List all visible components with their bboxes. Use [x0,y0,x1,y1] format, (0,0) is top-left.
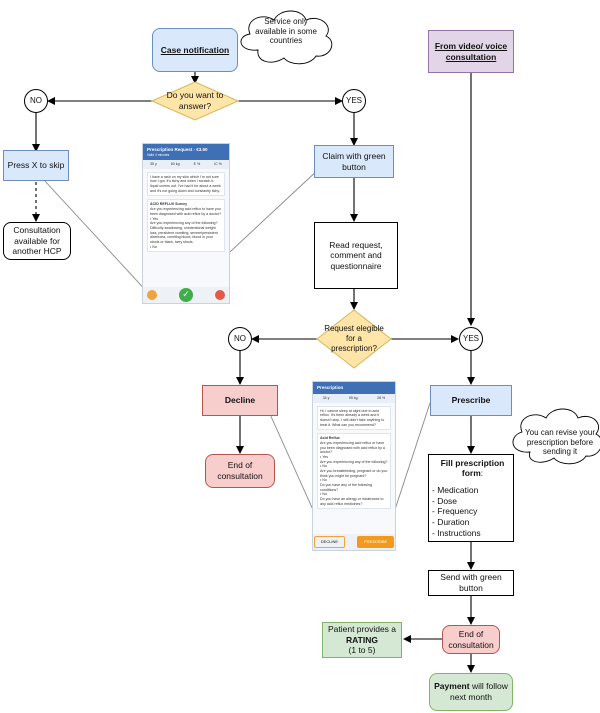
yes-circle-1: YES [342,89,366,113]
form-item-instructions: - Instructions [432,527,481,538]
phone2-prescribe-button[interactable]: PRESCRIBE [357,536,395,548]
end-of-consultation-box-1: End of consultation [205,454,275,488]
phone1-claim-check-icon[interactable]: ✓ [179,288,193,302]
yes-circle-2: YES [459,327,483,351]
phone1-skip-button[interactable] [147,290,157,300]
phone1-stat-e: E % [193,162,201,167]
decision-elegible-diamond [316,309,392,369]
no-circle-1: NO [24,89,48,113]
phone2-stat-age: 34 y [322,395,330,400]
fill-prescription-form-box: Fill prescription form: - Medication - D… [428,454,514,542]
phone1-survey-title: ACID REFLUX Survey [150,202,188,207]
decision-answer-diamond [150,81,240,121]
form-item-frequency: - Frequency [432,506,478,517]
phone2-title: Prescription [313,382,395,394]
phone2-q5: Do you have an allergy or intolerance to… [320,496,384,506]
claim-box: Claim with green button [314,145,394,178]
phone2-q4: Do you have any of the following conditi… [320,482,372,492]
phone1-header: Prescription Request - €3.50 Valid 4 min… [143,144,229,161]
phone1-survey: ACID REFLUX Survey Are you experiencing … [147,199,225,253]
payment-box: Payment will follow next month [429,673,513,711]
phone1-q2: Are you experiencing any of the followin… [150,221,218,244]
rating-word: RATING [346,634,378,645]
phone2-survey: Acid Reflux Are you experiencing acid re… [317,433,391,510]
form-item-dose: - Dose [432,495,458,506]
phone-mockup-prescription: Prescription 34 y 95 kg 28 % Hi, I canno… [312,381,396,551]
phone1-subtitle: Valid 4 minutes [147,152,170,157]
no-circle-2: NO [228,327,252,351]
phone2-stat-percent: 28 % [377,395,386,400]
payment-word: Payment [434,681,470,692]
decision-answer-label: Do you want to answer? [166,90,224,111]
phone2-a2: • No [320,464,327,469]
phone1-message: I have a rash on my skin which I'm not s… [147,171,225,197]
form-item-duration: - Duration [432,516,470,527]
phone1-a1: • Yes [150,216,159,221]
phone1-close-button[interactable] [215,290,225,300]
cloud-shape-service [240,10,333,65]
decision-elegible-label: Request elegible for a prescription? [324,324,384,353]
rating-text-pre: Patient provides a [327,624,397,635]
phone2-stat-weight: 95 kg [348,395,358,400]
phone2-stats: 34 y 95 kg 28 % [313,393,395,403]
phone1-stat-age: 35 y [150,162,157,167]
from-video-consultation-box: From video/ voice consultation [428,30,514,73]
read-request-box: Read request, comment and questionnaire [314,222,398,289]
phone2-a3: • No [320,478,327,483]
phone1-title: Prescription Request - €3.50 [147,147,208,152]
consultation-available-box: Consultation available for another HCP [3,222,71,260]
press-x-box: Press X to skip [3,150,69,181]
phone2-survey-title: Acid Reflux [320,436,340,441]
phone2-message: Hi, I cannot sleep at night due to acid … [317,405,391,431]
fill-form-title: Fill prescription form: [440,457,505,479]
phone2-footer: DECLINE PRESCRIBE [313,534,395,550]
phone2-a1: • Yes [320,454,329,459]
decline-box: Decline [202,385,278,416]
phone1-a2: • No [150,244,157,249]
phone2-decline-button[interactable]: DECLINE [313,536,346,548]
form-item-medication: - Medication [432,485,479,496]
rating-text-post: (1 to 5) [348,645,376,656]
phone-mockup-request: Prescription Request - €3.50 Valid 4 min… [142,143,230,304]
send-green-box: Send with green button [428,570,514,596]
phone1-stats: 35 y 60 kg E % IC % [143,160,229,169]
phone2-q1: Are you experiencing acid reflux or have… [320,440,385,455]
case-notification-box: Case notification [152,28,238,72]
end-of-consultation-box-2: End of consultation [442,625,500,654]
rating-box: Patient provides a RATING (1 to 5) [322,622,402,658]
cloud-revise-note: You can revise your prescription before … [525,428,595,457]
phone2-q3: Are you breastfeeding, pregnant or do yo… [320,468,388,478]
phone1-stat-ic: IC % [214,162,222,167]
cloud-service-note: Service only available in some countries [255,17,317,46]
phone1-stat-weight: 60 kg [170,162,180,167]
phone1-footer: ✓ [143,287,229,303]
phone2-a4: • No [320,492,327,497]
phone2-q2: Are you experiencing any of the followin… [320,459,388,464]
payment-text: will follow next month [449,681,508,702]
phone1-q1: Are you experiencing acid reflux to have… [150,207,222,216]
cloud-shape-revise [512,408,600,465]
prescribe-box: Prescribe [430,385,512,416]
